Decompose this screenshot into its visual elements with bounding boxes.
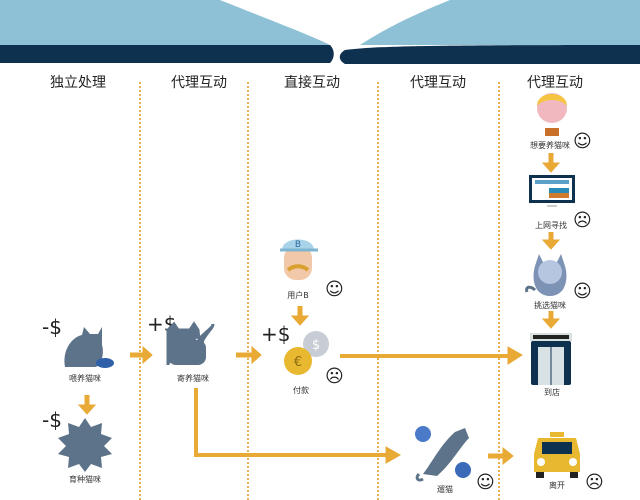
computer-icon	[529, 175, 575, 207]
store-icon	[530, 333, 572, 385]
divider	[498, 82, 500, 500]
divider	[247, 82, 249, 500]
happy-face-icon: ☺	[573, 281, 592, 302]
label-foster-cat: 寄养猫咪	[177, 374, 209, 383]
label-store: 到店	[544, 388, 560, 397]
label-pay: 付款	[293, 386, 309, 395]
divider	[139, 82, 141, 500]
label-choose-cat: 挑选猫咪	[534, 301, 566, 310]
label-search-online: 上网寻找	[535, 221, 567, 230]
column-header-direct: 直接互动	[284, 75, 340, 91]
user-b-avatar: B	[280, 239, 318, 280]
cost-sign: -$	[42, 315, 62, 339]
label-feed-cat: 喂养猫咪	[69, 374, 101, 383]
svg-text:€: €	[294, 355, 302, 370]
label-walk-cat: 遛猫	[437, 485, 453, 494]
svg-text:B: B	[295, 240, 301, 250]
divider	[377, 82, 379, 500]
column-header-proxy-3: 代理互动	[527, 75, 583, 91]
label-user-b: 用户B	[287, 291, 309, 300]
column-header-independent: 独立处理	[50, 75, 106, 91]
coins-icon: $ €	[284, 331, 329, 375]
cat-walking-icon	[415, 426, 471, 482]
svg-text:$: $	[312, 338, 320, 353]
person-icon	[537, 93, 567, 136]
breeding-icon	[58, 418, 112, 472]
happy-face-icon: ☺	[325, 279, 344, 300]
label-want-cat: 想要养猫咪	[530, 141, 570, 150]
sad-face-icon: ☹	[585, 472, 604, 493]
taxi-icon	[534, 432, 580, 478]
cat-feeding-icon	[64, 327, 114, 368]
sad-face-icon: ☹	[573, 210, 592, 231]
happy-face-icon: ☺	[573, 131, 592, 152]
cat-choose-icon	[525, 254, 567, 296]
column-header-proxy-1: 代理互动	[171, 75, 227, 91]
label-leave: 离开	[549, 481, 565, 490]
label-breed-cat: 育种猫咪	[69, 475, 101, 484]
header-wave	[0, 0, 640, 66]
happy-face-icon: ☺	[476, 472, 495, 493]
column-header-proxy-2: 代理互动	[410, 75, 466, 91]
cat-foster-icon	[166, 321, 215, 365]
income-sign: +$	[261, 322, 291, 346]
cost-sign: -$	[42, 408, 62, 432]
sad-face-icon: ☹	[325, 366, 344, 387]
